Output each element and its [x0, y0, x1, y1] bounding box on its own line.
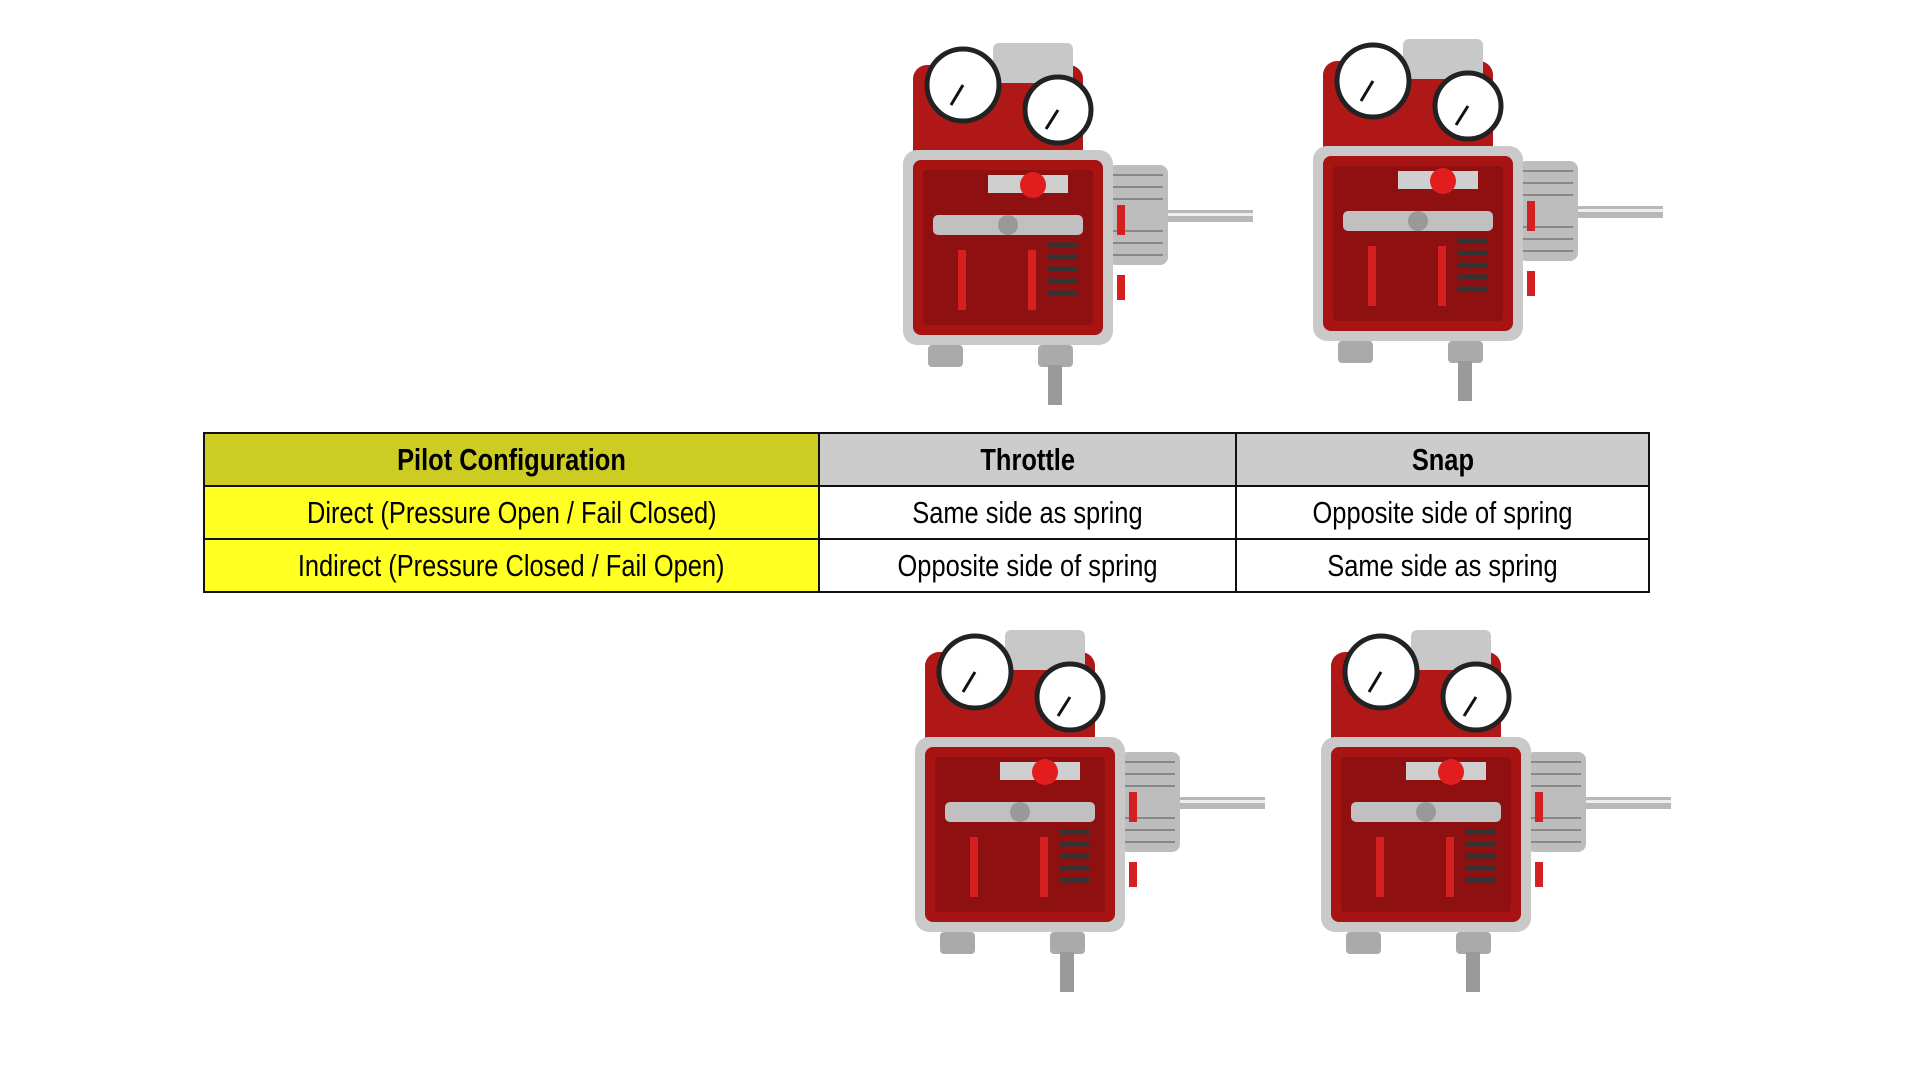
indirect-throttle-pilot-image: [905, 622, 1265, 997]
cell-text: Same side as spring: [1327, 547, 1558, 583]
header-pilot-configuration: Pilot Configuration: [203, 432, 820, 487]
header-label: Snap: [1411, 441, 1474, 477]
cell-direct-throttle: Same side as spring: [818, 485, 1237, 540]
cell-text: Same side as spring: [912, 494, 1143, 530]
cell-text: Direct (Pressure Open / Fail Closed): [306, 494, 717, 530]
row-label-direct: Direct (Pressure Open / Fail Closed): [203, 485, 820, 540]
header-throttle: Throttle: [818, 432, 1237, 487]
cell-direct-snap: Opposite side of spring: [1235, 485, 1650, 540]
header-label: Throttle: [980, 441, 1075, 477]
header-label: Pilot Configuration: [397, 441, 626, 477]
row-label-indirect: Indirect (Pressure Closed / Fail Open): [203, 538, 820, 593]
pilot-configuration-table: Pilot Configuration Throttle Snap Direct…: [203, 432, 1650, 593]
cell-text: Indirect (Pressure Closed / Fail Open): [298, 547, 725, 583]
table-row: Direct (Pressure Open / Fail Closed) Sam…: [203, 485, 1650, 540]
direct-snap-pilot-image: [1303, 31, 1663, 406]
cell-indirect-throttle: Opposite side of spring: [818, 538, 1237, 593]
table-row: Indirect (Pressure Closed / Fail Open) O…: [203, 538, 1650, 593]
cell-text: Opposite side of spring: [897, 547, 1158, 583]
cell-indirect-snap: Same side as spring: [1235, 538, 1650, 593]
direct-throttle-pilot-image: [893, 35, 1253, 410]
indirect-snap-pilot-image: [1311, 622, 1671, 997]
header-snap: Snap: [1235, 432, 1650, 487]
table-header-row: Pilot Configuration Throttle Snap: [203, 432, 1650, 487]
cell-text: Opposite side of spring: [1312, 494, 1573, 530]
